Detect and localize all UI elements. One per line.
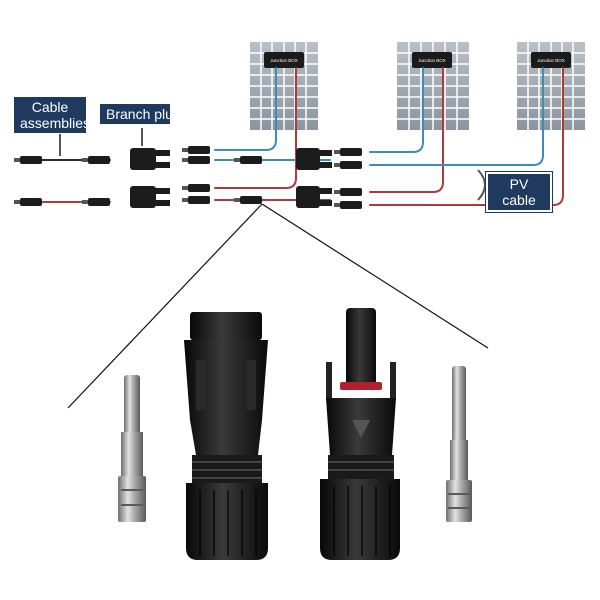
pv-cable-label: PV cable <box>485 171 553 213</box>
blue-wire-panel-1 <box>214 67 277 151</box>
solar-panel-1: Junction BOX <box>250 42 318 130</box>
junction-box-1-label: Junction BOX <box>270 58 298 63</box>
junction-box-3-label: Junction BOX <box>537 58 565 63</box>
red-wire-panel-3 <box>369 67 564 206</box>
solar-panel-2: Junction BOX <box>397 42 469 130</box>
callout-arrows <box>59 128 486 201</box>
junction-box-2-label: Junction BOX <box>418 58 446 63</box>
male-connector <box>320 308 400 560</box>
zoom-lines <box>67 203 489 409</box>
metal-pin-right <box>446 366 472 522</box>
branch-plug-label: Branch plug <box>100 104 170 124</box>
red-wire-panel-2 <box>369 67 444 193</box>
blue-wire-panel-2 <box>369 67 424 153</box>
blue-wire-panel-3 <box>369 67 544 166</box>
red-wire-panel-1 <box>214 67 297 189</box>
branch-plug-icon <box>130 148 332 208</box>
junction-box-1 <box>264 52 304 68</box>
metal-pin-left <box>118 375 146 522</box>
cable-assemblies-label: Cable assemblies <box>14 97 90 133</box>
junction-box-3 <box>531 52 571 68</box>
female-connector <box>184 312 268 560</box>
solar-panel-3: Junction BOX <box>517 42 585 130</box>
junction-box-2 <box>412 52 452 68</box>
